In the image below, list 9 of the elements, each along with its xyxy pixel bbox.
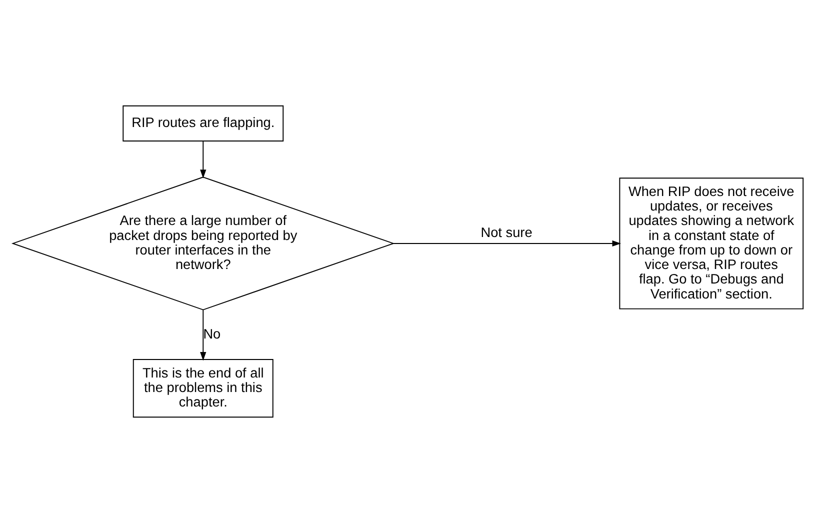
node-diamond: Are there a large number of packet drops being reported by router interfaces in the network? (11, 176, 395, 310)
arrow (392, 240, 622, 246)
edge-label: No (203, 326, 221, 341)
node-box: RIP routes are flapping. (122, 104, 284, 141)
node-box: When RIP does not receive updates, or receives updates showing a network in a constant state of change from up to down or vice versa, RIP routes flap. Go to “Debugs and Verification” section. (619, 177, 804, 309)
edge-label: Not sure (480, 224, 532, 240)
node-box: This is the end of all the problems in this chapter. (132, 358, 274, 418)
arrow (200, 140, 206, 178)
arrow (200, 309, 206, 360)
